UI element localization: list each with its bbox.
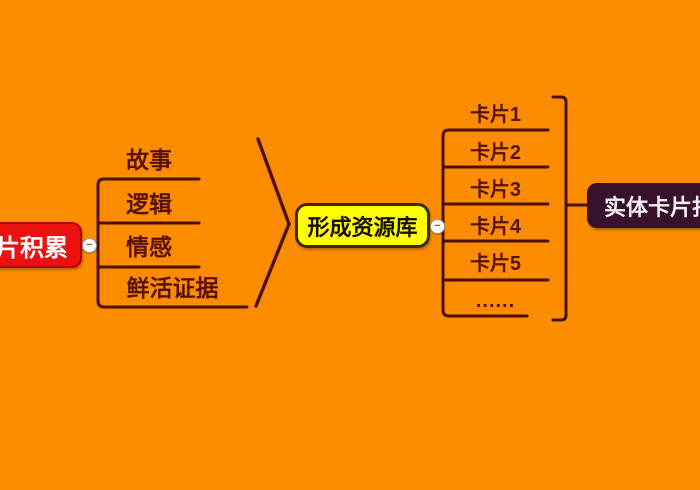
card-item[interactable]: 卡片4 [469,216,522,238]
collapse-icon[interactable]: − [82,238,97,253]
branch-item-logic[interactable]: 逻辑 [126,191,172,217]
hub-node-label: 形成资源库 [307,214,418,240]
root-node-label: 卡片积累 [0,234,68,262]
result-node-label: 实体卡片打 [604,194,700,220]
result-node[interactable]: 实体卡片打 [587,183,700,228]
card-item[interactable]: 卡片3 [469,179,522,201]
card-item[interactable]: 卡片5 [469,253,522,275]
root-node[interactable]: 卡片积累 [0,222,82,268]
collapse-icon[interactable]: − [430,219,445,234]
card-item-ellipsis[interactable]: ...... [475,290,516,312]
branch-bracket-line [96,177,249,309]
branch-item-story[interactable]: 故事 [126,147,172,173]
group-bracket [551,95,568,322]
branch-item-evidence[interactable]: 鲜活证据 [126,275,219,301]
chevron-connector [254,137,291,308]
branch-item-emotion[interactable]: 情感 [126,234,172,260]
card-item[interactable]: 卡片1 [469,104,522,126]
card-item[interactable]: 卡片2 [469,142,522,164]
hub-node[interactable]: 形成资源库 [295,203,430,248]
